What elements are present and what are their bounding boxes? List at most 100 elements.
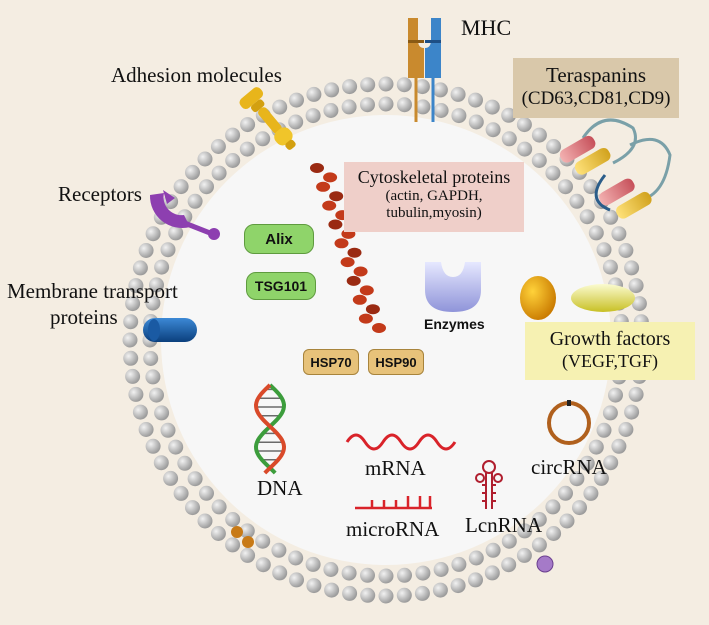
membrane-bead (484, 99, 500, 115)
membrane-bead (603, 209, 619, 225)
membrane-bead (485, 542, 501, 558)
membrane-bead (342, 79, 358, 95)
receptors-label: Receptors (58, 182, 142, 206)
membrane-bead (168, 225, 184, 241)
membrane-bead (149, 387, 164, 403)
membrane-bead (414, 79, 430, 95)
hsp70-badge: HSP70 (303, 349, 359, 375)
membrane-bead (611, 438, 627, 454)
membrane-bead (628, 386, 644, 402)
membrane-bead (225, 127, 241, 143)
actin-monomer (310, 163, 324, 173)
membrane-bead (415, 99, 431, 115)
membrane-bead (546, 526, 562, 541)
membrane-bead (160, 422, 176, 438)
membrane-bead (432, 582, 448, 598)
membrane-bead (138, 243, 154, 258)
membrane-bead (211, 165, 227, 181)
membrane-bead (324, 82, 340, 98)
membrane-bead (451, 108, 467, 124)
membrane-bead (225, 512, 241, 527)
membrane-bead (433, 562, 449, 577)
tetraspanins-title: Teraspanins (546, 63, 646, 87)
membrane-bead (451, 556, 467, 572)
membrane-transport-label-line2: proteins (50, 305, 118, 329)
tetraspanin-icon (559, 118, 672, 219)
membrane-bead (579, 455, 595, 471)
membrane-bead (501, 131, 517, 147)
membrane-bead (210, 526, 226, 541)
cytoskeletal-title: Cytoskeletal proteins (357, 167, 511, 187)
membrane-bead (138, 422, 154, 437)
membrane-bead (341, 99, 357, 115)
membrane-bead (485, 122, 501, 138)
membrane-bead (624, 260, 640, 276)
membrane-bead (572, 500, 587, 516)
membrane-bead (484, 565, 500, 581)
membrane-bead (517, 141, 533, 157)
membrane-bead (569, 471, 585, 487)
membrane-bead (501, 533, 517, 549)
membrane-bead (432, 82, 448, 98)
membrane-bead (305, 108, 321, 124)
membrane-bead (132, 404, 148, 420)
membrane-bead (583, 485, 599, 501)
membrane-bead (596, 242, 612, 258)
mhc-label: MHC (461, 15, 512, 40)
membrane-bead (185, 164, 200, 180)
microrna-label: microRNA (346, 517, 440, 541)
membrane-bead (360, 77, 376, 93)
cytoskeletal-sub1: (actin, GAPDH, (385, 188, 483, 204)
membrane-bead (517, 523, 533, 539)
dna-strand (253, 383, 287, 475)
actin-monomer (372, 323, 386, 333)
membrane-bead (531, 537, 547, 553)
membrane-bead (288, 550, 304, 566)
growth-factor-ellipse-icon (571, 284, 635, 312)
membrane-bead (323, 103, 339, 118)
actin-monomer (365, 304, 380, 315)
membrane-bead (199, 485, 214, 501)
membrane-bead (255, 131, 271, 147)
membrane-marker-purple (536, 555, 554, 573)
membrane-bead (631, 296, 647, 312)
membrane-bead (602, 259, 618, 275)
membrane-bead (239, 141, 255, 157)
membrane-bead (305, 556, 321, 572)
membrane-bead (240, 547, 256, 563)
membrane-bead (468, 550, 484, 566)
membrane-bead (360, 567, 375, 583)
membrane-bead (122, 332, 138, 348)
membrane-bead (611, 226, 627, 242)
membrane-bead (501, 107, 517, 123)
membrane-bead (160, 242, 176, 258)
growth-factor-sphere-icon (520, 276, 556, 320)
membrane-bead (153, 455, 169, 471)
membrane-marker-orange (242, 536, 254, 548)
tetraspanins-subtitle: (CD63,CD81,CD9) (521, 88, 671, 109)
membrane-bead (210, 139, 226, 154)
membrane-bead (271, 542, 287, 558)
membrane-bead (187, 193, 203, 209)
mrna-icon (345, 433, 457, 451)
membrane-bead (396, 77, 412, 93)
membrane-bead (187, 471, 203, 487)
membrane-bead (323, 562, 339, 577)
membrane-bead (378, 588, 394, 604)
enzymes-label: Enzymes (424, 316, 485, 332)
membrane-bead (579, 209, 595, 225)
actin-monomer (340, 257, 355, 268)
membrane-bead (588, 225, 604, 241)
membrane-bead (125, 368, 141, 384)
actin-monomer (323, 172, 338, 183)
membrane-bead (531, 127, 547, 143)
membrane-bead (225, 537, 241, 553)
membrane-bead (596, 422, 612, 438)
membrane-bead (324, 582, 340, 598)
microrna-icon (355, 496, 432, 510)
membrane-bead (468, 114, 484, 130)
lcnrna-label: LcnRNA (465, 513, 542, 537)
membrane-bead (199, 179, 214, 195)
membrane-bead (618, 243, 634, 258)
membrane-bead (225, 153, 241, 168)
